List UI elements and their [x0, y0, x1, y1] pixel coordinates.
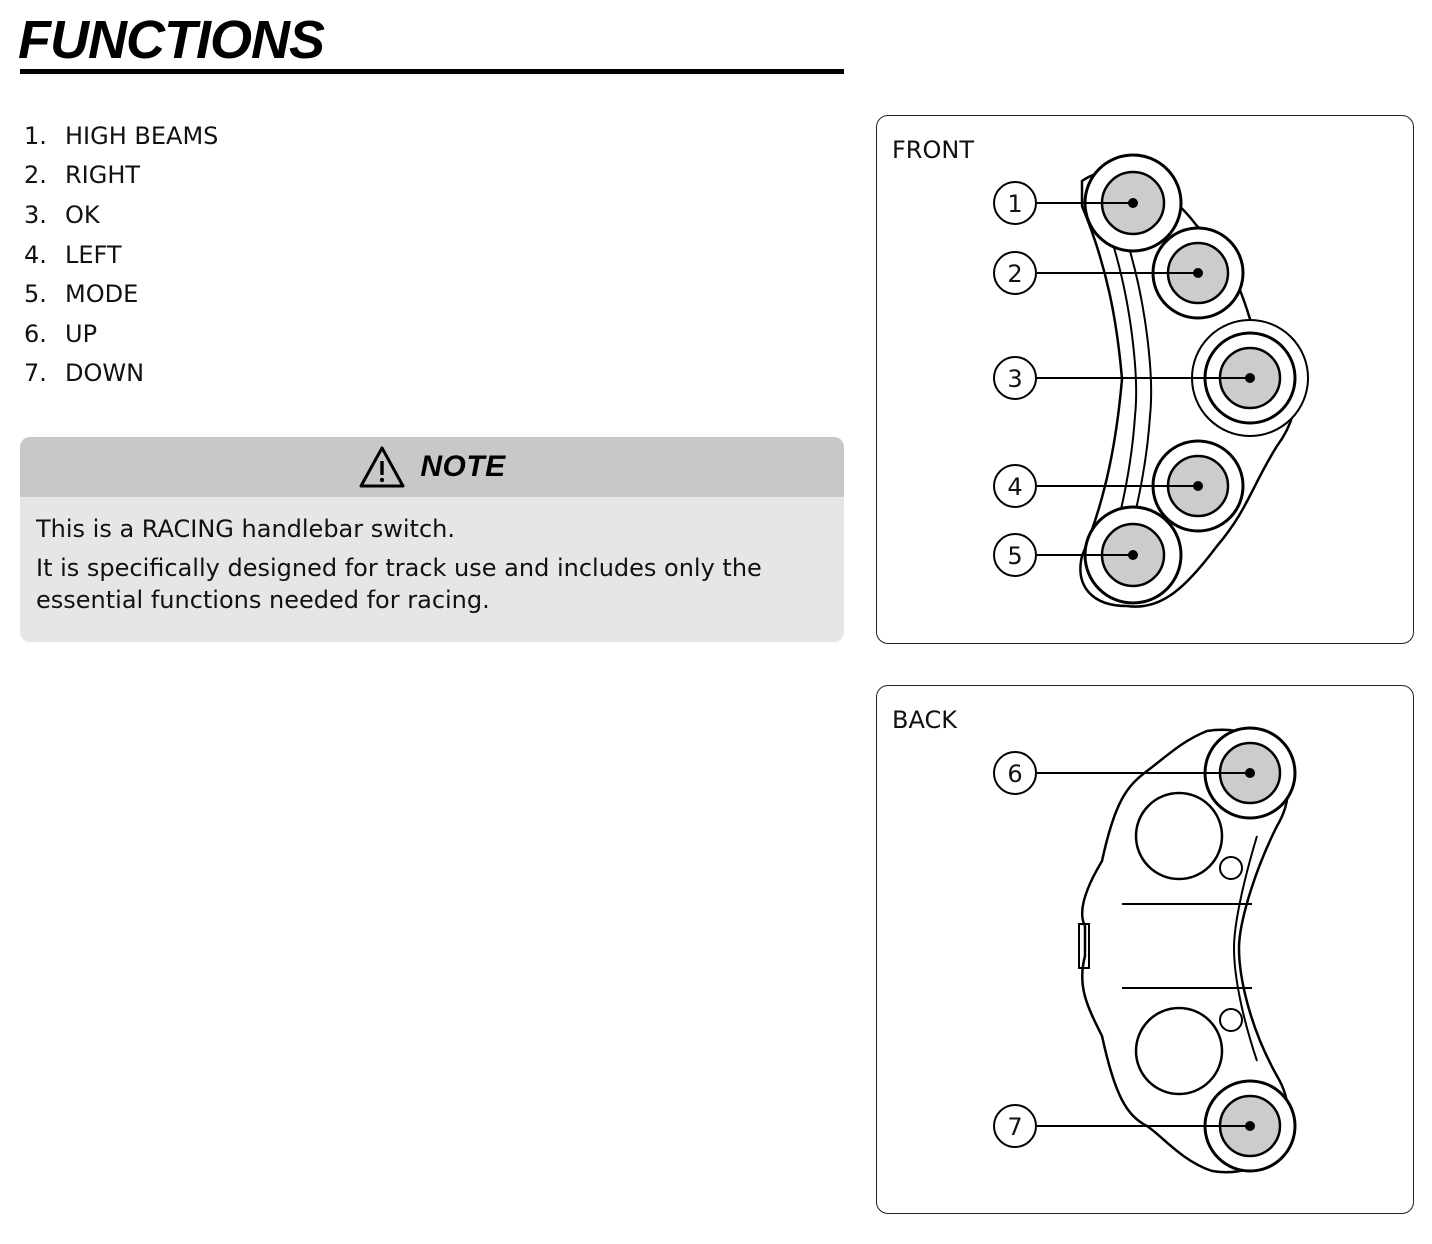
page-title: FUNCTIONS	[18, 10, 325, 70]
item-number: 3.	[24, 200, 47, 229]
title-underline	[20, 69, 844, 74]
warning-triangle-icon	[359, 446, 405, 488]
callout-5	[993, 533, 1037, 577]
front-label: FRONT	[892, 136, 974, 164]
front-switch-diagram: 1 2 3 4 5	[993, 153, 1309, 608]
front-diagram-panel: FRONT	[876, 115, 1414, 644]
list-item: 1. HIGH BEAMS	[24, 116, 218, 156]
item-label: HIGH BEAMS	[65, 121, 219, 150]
callout-number: 1	[1007, 190, 1022, 218]
callout-7	[993, 1104, 1037, 1148]
note-text: It is specifically designed for track us…	[36, 554, 762, 614]
list-item: 3. OK	[24, 195, 218, 235]
note-title: NOTE	[420, 450, 506, 483]
mounting-hole	[1134, 1006, 1243, 1096]
item-number: 6.	[24, 319, 47, 348]
list-item: 4. LEFT	[24, 235, 218, 275]
callout-4	[993, 464, 1037, 508]
note-header: NOTE	[20, 437, 844, 497]
callout-1	[993, 181, 1037, 225]
item-number: 5.	[24, 280, 47, 309]
note-box: NOTE This is a RACING handlebar switch. …	[20, 437, 844, 642]
functions-list: 1. HIGH BEAMS 2. RIGHT 3. OK 4. LEFT 5. …	[24, 116, 218, 393]
callout-number: 7	[1007, 1113, 1022, 1141]
callout-number: 4	[1007, 473, 1022, 501]
item-label: MODE	[65, 280, 139, 309]
callout-2	[993, 251, 1037, 295]
item-number: 7.	[24, 359, 47, 388]
item-label: LEFT	[65, 240, 122, 269]
callout-number: 2	[1007, 260, 1022, 288]
callout-6	[993, 751, 1037, 795]
note-body: This is a RACING handlebar switch. It is…	[20, 497, 844, 616]
mounting-hole	[1134, 791, 1243, 881]
list-item: 6. UP	[24, 314, 218, 354]
item-label: RIGHT	[65, 161, 141, 190]
list-item: 2. RIGHT	[24, 156, 218, 196]
back-switch-diagram: 6 7	[993, 726, 1297, 1174]
item-label: DOWN	[65, 359, 145, 388]
back-diagram-panel: BACK	[876, 685, 1414, 1214]
item-label: OK	[65, 200, 100, 229]
item-label: UP	[65, 319, 98, 348]
back-label: BACK	[892, 706, 957, 734]
callout-number: 3	[1007, 365, 1022, 393]
callout-number: 6	[1007, 760, 1022, 788]
note-text: This is a RACING handlebar switch.	[36, 515, 456, 543]
item-number: 2.	[24, 161, 47, 190]
list-item: 5. MODE	[24, 274, 218, 314]
callout-3	[993, 356, 1037, 400]
callout-number: 5	[1007, 542, 1022, 570]
item-number: 4.	[24, 240, 47, 269]
list-item: 7. DOWN	[24, 354, 218, 394]
item-number: 1.	[24, 121, 47, 150]
